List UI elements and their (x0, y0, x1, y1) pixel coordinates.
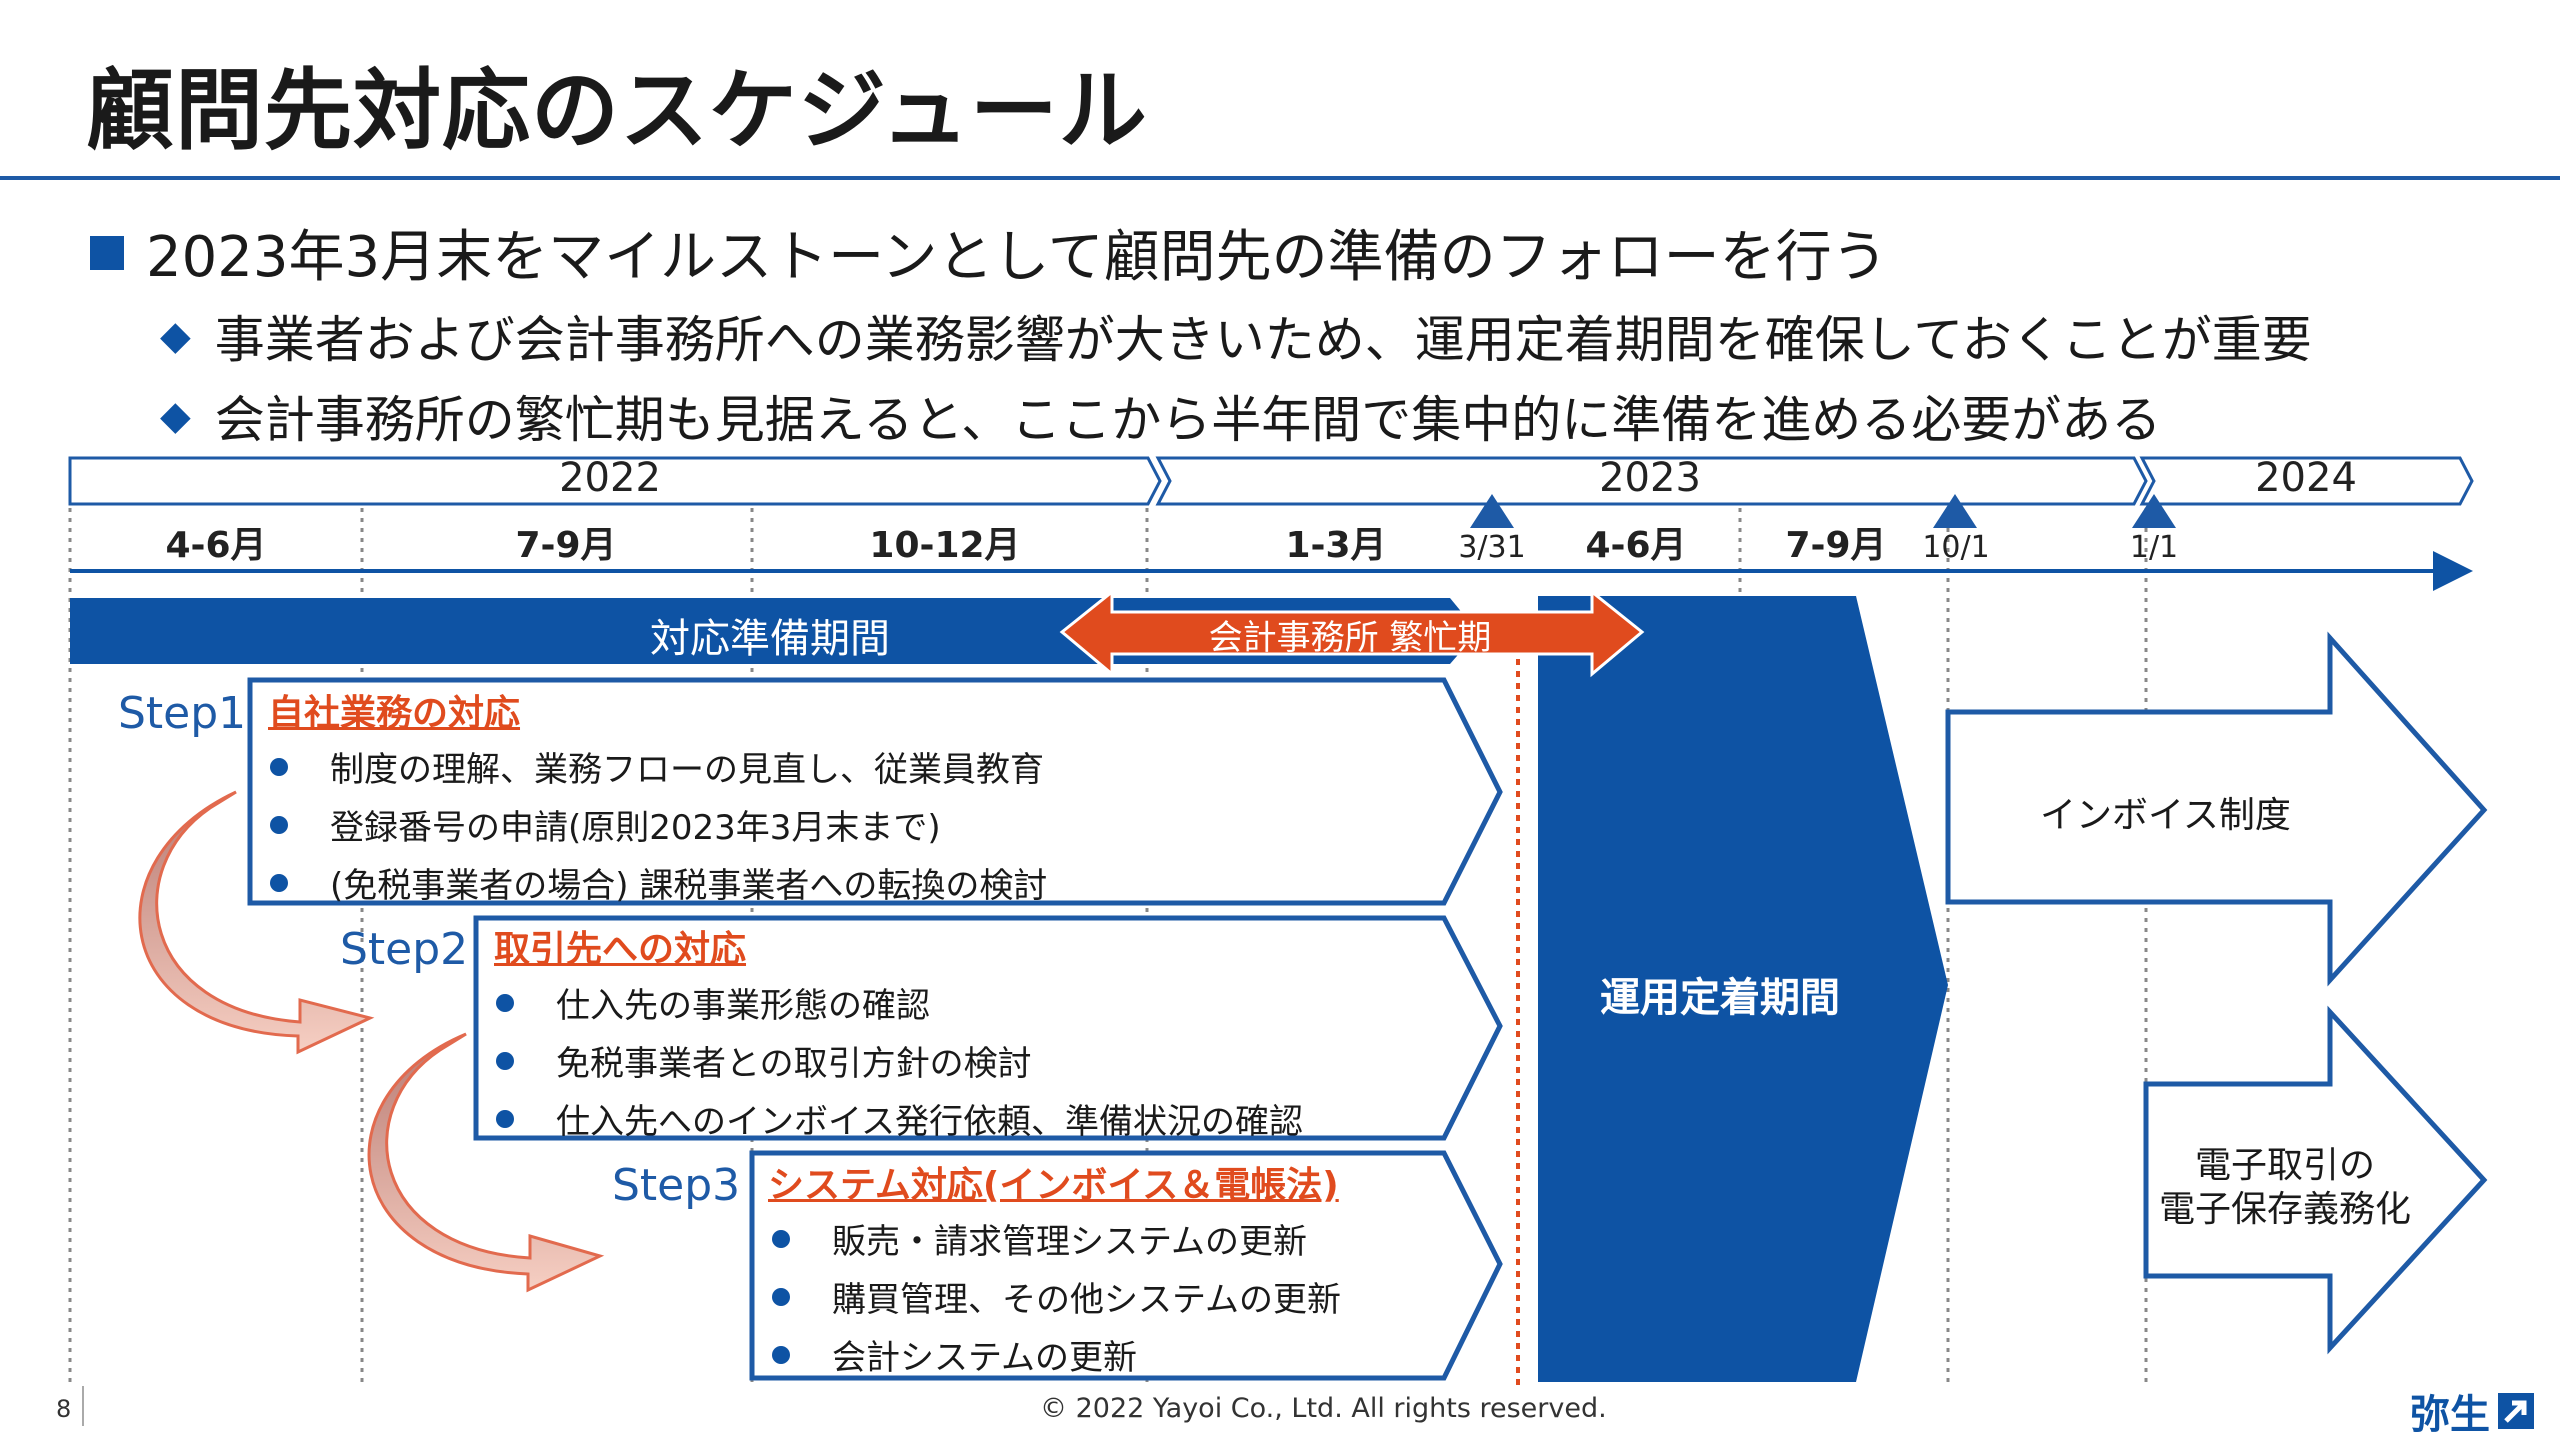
bullet-dot-icon (772, 1229, 790, 1248)
list-item: 販売・請求管理システムの更新 (772, 1214, 1307, 1263)
quarter-label: 4-6月 (1585, 525, 1687, 566)
operation-period-block (1538, 596, 1948, 1382)
milestone-label: 3/31 (1458, 530, 1526, 565)
list-item: (免税事業者の場合) 課税事業者への転換の検討 (270, 858, 1047, 907)
step1-title: 自社業務の対応 (268, 693, 521, 734)
sub-bullet-text: 会計事務所の繁忙期も見据えると、ここから半年間で集中的に準備を進める必要がある (214, 391, 2162, 449)
invoice-system-arrow (1945, 631, 2488, 987)
main-bullet: 2023年3月末をマイルストーンとして顧問先の準備のフォローを行う (90, 212, 1888, 293)
list-item: 仕入先の事業形態の確認 (496, 978, 930, 1027)
diamond-bullet-icon: ◆ (160, 313, 191, 359)
step3-title: システム対応(インボイス＆電帳法) (768, 1165, 1339, 1206)
step2-box (473, 915, 1503, 1141)
diamond-bullet-icon: ◆ (160, 393, 191, 439)
sub-bullet: ◆ 事業者および会計事務所への業務影響が大きいため、運用定着期間を確保しておくこ… (160, 300, 2312, 372)
milestone-10-1-marker (1933, 494, 1977, 528)
title-divider (0, 176, 2560, 180)
step3-label: Step3 (612, 1160, 741, 1211)
year-label: 2023 (1599, 455, 1701, 501)
step1-to-step2-arrow (138, 790, 375, 1055)
list-item: 登録番号の申請(原則2023年3月末まで) (270, 800, 941, 849)
year-2023-header (1155, 456, 2148, 506)
year-label: 2022 (559, 455, 661, 501)
page-title: 顧問先対応のスケジュール (86, 59, 1148, 162)
list-item: 会計システムの更新 (772, 1330, 1137, 1379)
main-bullet-text: 2023年3月末をマイルストーンとして顧問先の準備のフォローを行う (146, 225, 1888, 290)
year-2024-header (2139, 456, 2474, 506)
footer-divider (82, 1386, 84, 1426)
bullet-dot-icon (496, 1051, 514, 1070)
sub-bullet-text: 事業者および会計事務所への業務影響が大きいため、運用定着期間を確保しておくことが… (214, 311, 2312, 369)
list-item: 仕入先へのインボイス発行依頼、準備状況の確認 (496, 1094, 1303, 1143)
milestone-label: 10/1 (1922, 530, 1990, 565)
quarter-label: 10-12月 (869, 525, 1021, 566)
square-bullet-icon (90, 235, 124, 270)
logo-text: 弥生 (2410, 1392, 2490, 1438)
milestone-label: 1/1 (2129, 530, 2179, 565)
step1-box (247, 677, 1503, 906)
operation-period-label: 運用定着期間 (1600, 975, 1840, 1021)
year-label: 2024 (2255, 455, 2357, 501)
step2-label: Step2 (340, 924, 469, 975)
step2-title: 取引先への対応 (494, 929, 747, 970)
bullet-dot-icon (496, 1109, 514, 1128)
e-document-label-line2: 電子保存義務化 (2158, 1189, 2411, 1230)
prep-band-label: 対応準備期間 (650, 616, 890, 662)
copyright: © 2022 Yayoi Co., Ltd. All rights reserv… (1040, 1393, 1607, 1424)
quarter-label: 7-9月 (1785, 525, 1887, 566)
bullet-dot-icon (496, 993, 514, 1012)
quarter-label: 7-9月 (515, 525, 617, 566)
busy-season-arrow (1059, 588, 1645, 678)
company-logo: 弥生 (2410, 1382, 2534, 1440)
sub-bullet: ◆ 会計事務所の繁忙期も見据えると、ここから半年間で集中的に準備を進める必要があ… (160, 380, 2161, 452)
list-item: 購買管理、その他システムの更新 (772, 1272, 1341, 1321)
bullet-dot-icon (772, 1345, 790, 1364)
step1-label: Step1 (118, 688, 247, 739)
step3-box (749, 1150, 1503, 1381)
bullet-dot-icon (270, 815, 288, 834)
quarter-label: 4-6月 (165, 525, 267, 566)
bullet-dot-icon (772, 1287, 790, 1306)
e-document-label-line1: 電子取引の (2194, 1145, 2375, 1186)
page-number: 8 (56, 1395, 72, 1423)
bullet-dot-icon (270, 757, 288, 776)
year-2022-header (68, 456, 1162, 506)
quarter-label: 1-3月 (1285, 525, 1387, 566)
busy-season-label: 会計事務所 繁忙期 (1208, 618, 1492, 658)
milestone-3-31-marker (1470, 494, 1514, 528)
bullet-dot-icon (270, 873, 288, 892)
invoice-system-label: インボイス制度 (2040, 795, 2291, 836)
list-item: 免税事業者との取引方針の検討 (496, 1036, 1032, 1085)
list-item: 制度の理解、業務フローの見直し、従業員教育 (270, 742, 1044, 791)
milestone-1-1-marker (2132, 494, 2176, 528)
logo-arrow-icon (2498, 1393, 2534, 1429)
e-document-arrow (2143, 1005, 2488, 1355)
step2-to-step3-arrow (367, 1032, 605, 1293)
